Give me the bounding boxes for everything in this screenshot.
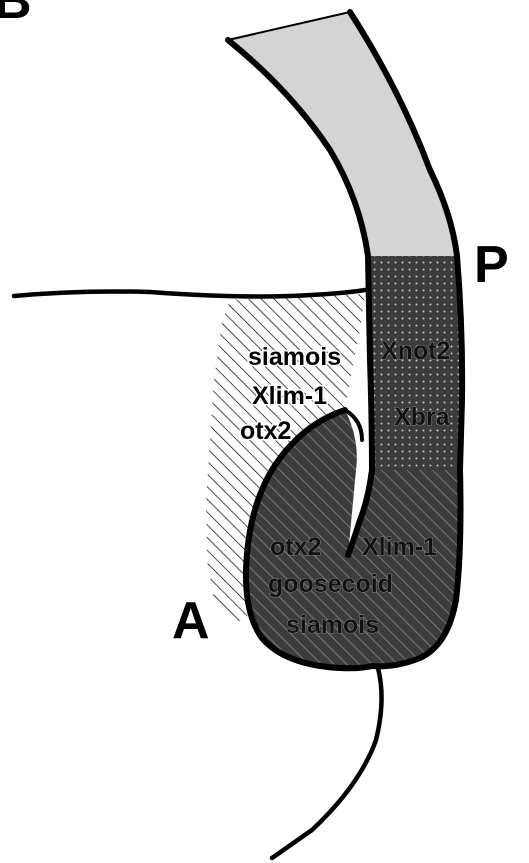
gene-label: siamois — [286, 611, 379, 639]
gene-label: otx2 — [240, 417, 291, 445]
light-band-segment — [228, 12, 457, 256]
gene-label: Xlim-1 — [252, 382, 327, 410]
panel-letter: B — [0, 0, 32, 30]
gene-label: goosecoid — [268, 570, 393, 598]
anterior-label: A — [172, 592, 210, 650]
gene-label: Xlim-1 — [362, 533, 437, 561]
gene-label: siamois — [248, 343, 341, 371]
gene-label: Xnot2 — [381, 337, 450, 365]
posterior-label: P — [474, 236, 509, 294]
gene-label: otx2 — [270, 533, 321, 561]
gene-label: Xbra — [394, 403, 451, 431]
